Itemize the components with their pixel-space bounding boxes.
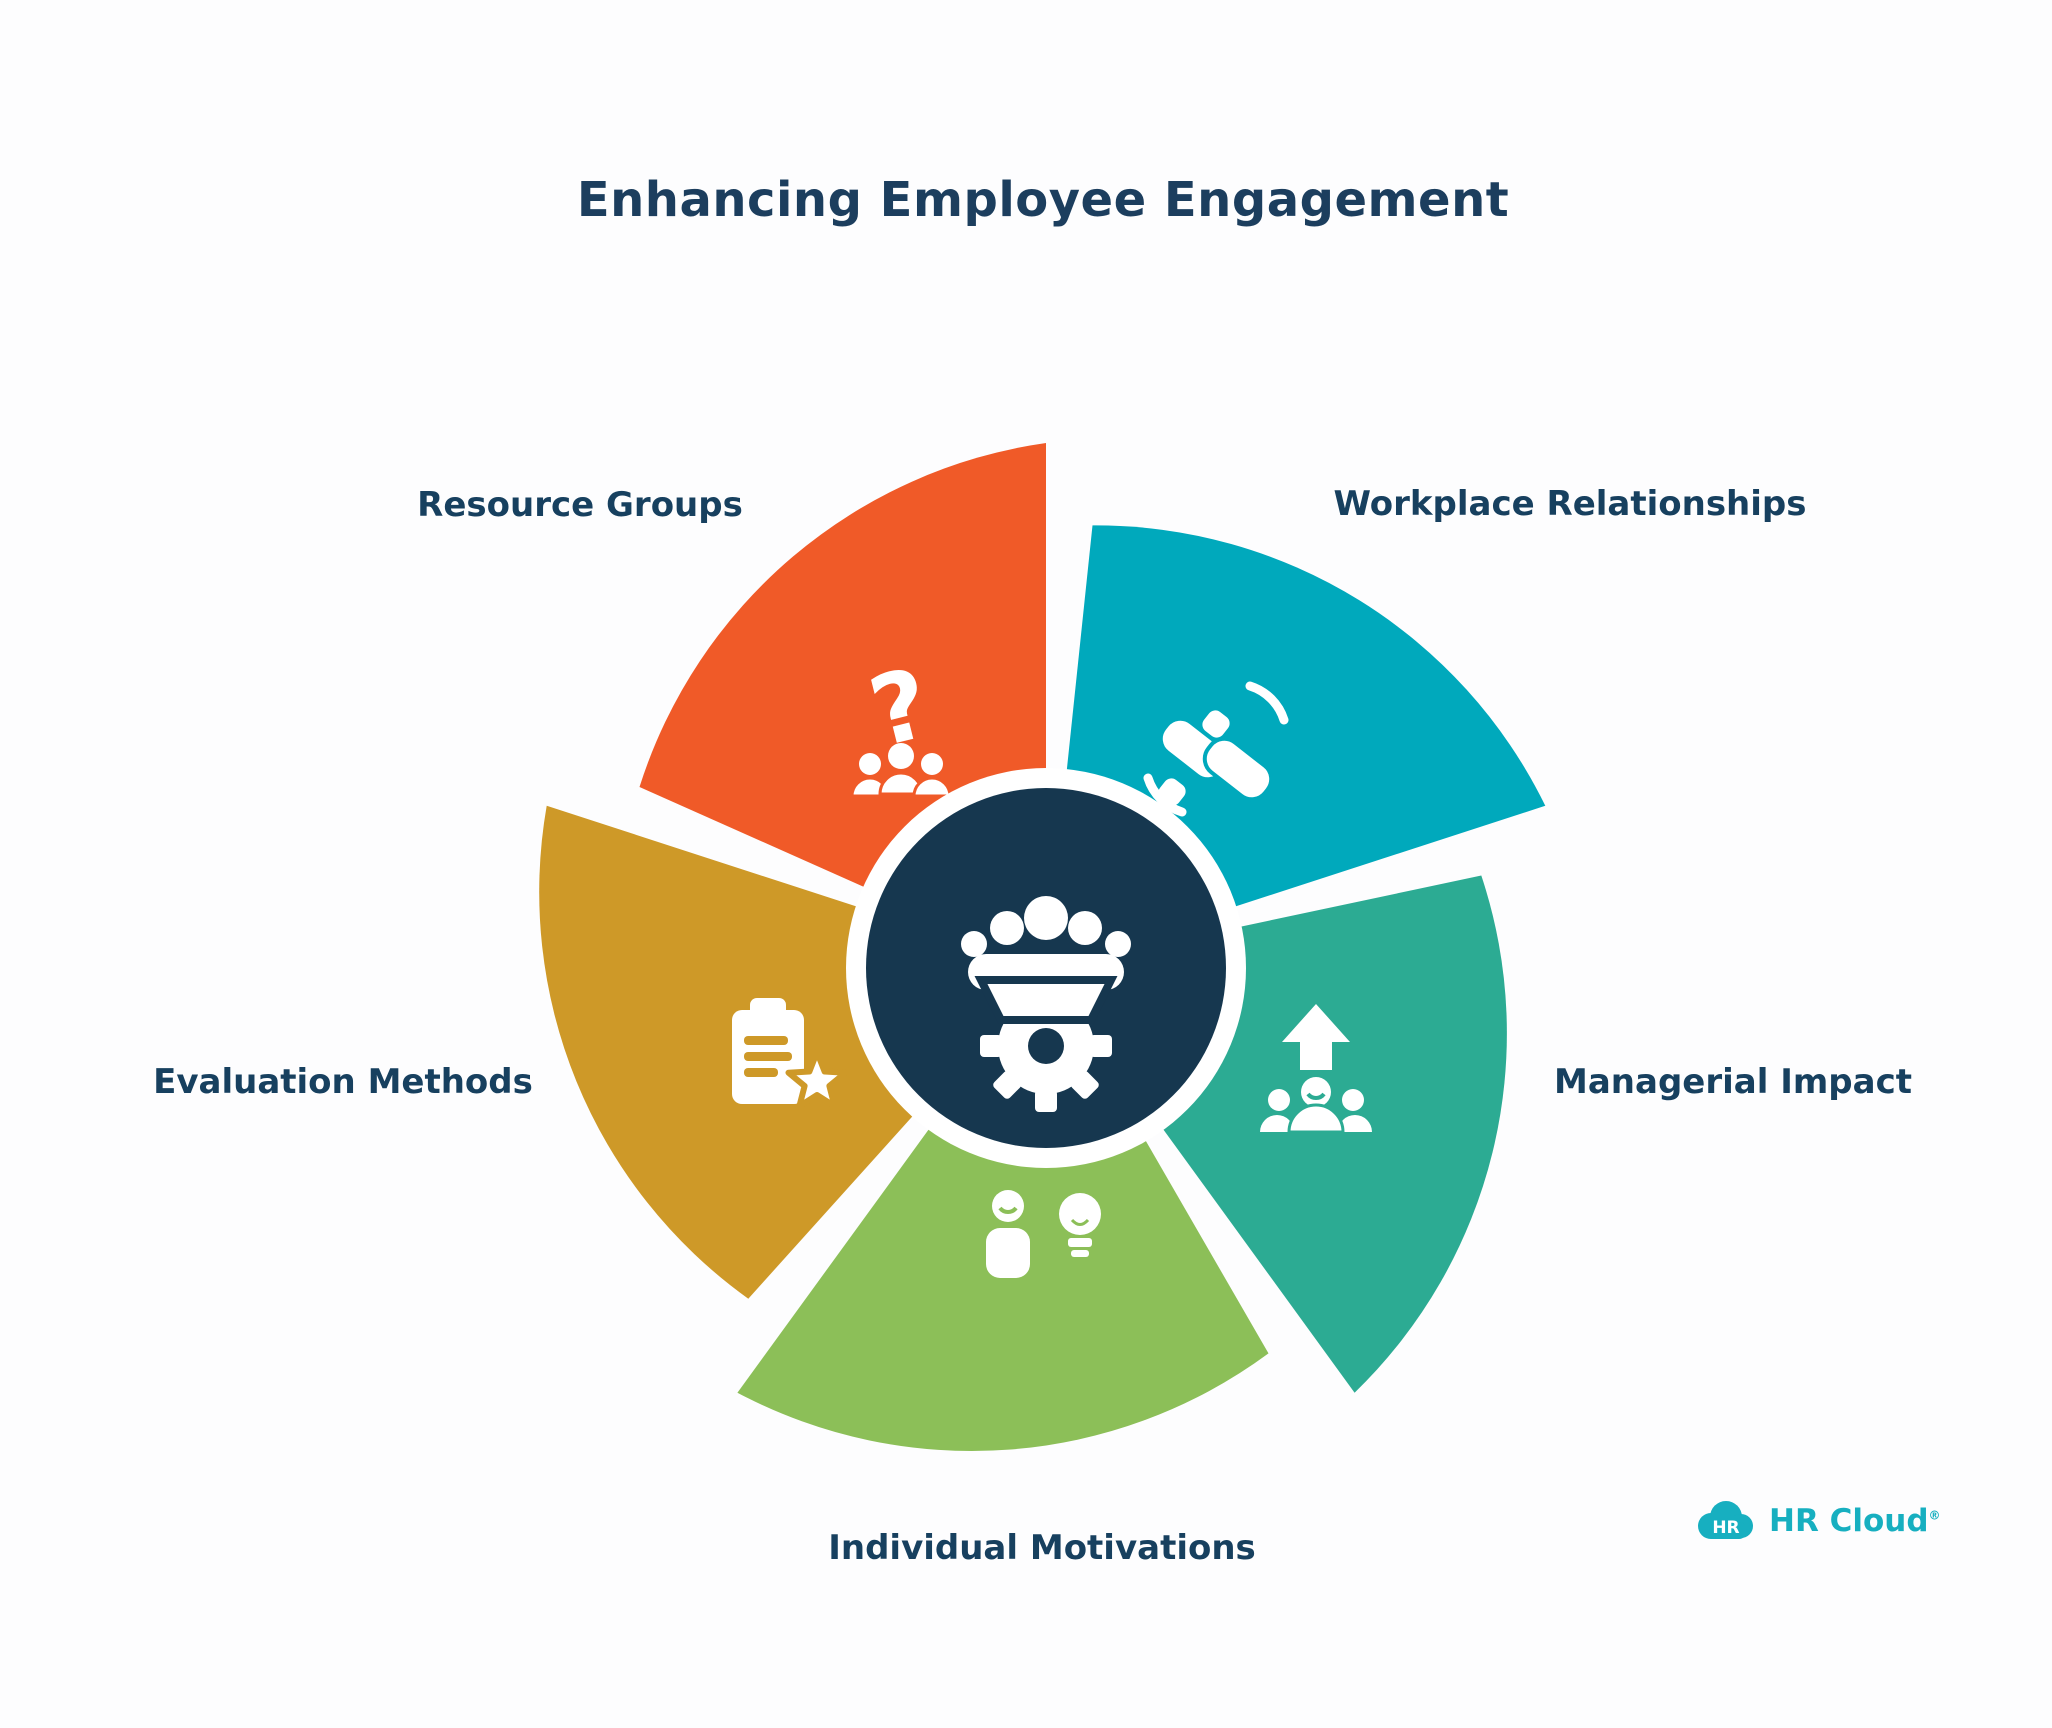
segment-label-resource-groups: Resource Groups	[417, 485, 743, 525]
hr-badge-text: HR	[1712, 1518, 1739, 1538]
person-head	[921, 753, 943, 775]
smile	[1306, 1092, 1326, 1100]
person-head	[1105, 931, 1131, 957]
gear-tooth	[980, 1035, 1002, 1057]
evaluation-methods-clipboard-star-icon	[732, 998, 849, 1110]
hr-cloud-logo: HR HR Cloud®	[1693, 1498, 1941, 1544]
lightbulb-base	[1068, 1238, 1092, 1247]
smile	[998, 1206, 1018, 1214]
person-head	[1301, 1077, 1331, 1107]
motion-arc	[1143, 773, 1187, 817]
cloud-icon	[1698, 1501, 1753, 1539]
person-body	[912, 776, 952, 798]
team-gear-icon	[961, 896, 1131, 1112]
engagement-wheel-diagram: ?	[539, 443, 1546, 1452]
managerial-impact-growth-icon	[1260, 1004, 1372, 1134]
person-head	[888, 743, 914, 769]
person-head	[992, 1190, 1024, 1222]
motion-arc	[1245, 681, 1289, 725]
person-head	[1068, 911, 1102, 945]
person-head	[1342, 1089, 1364, 1111]
hand-shape	[1202, 736, 1274, 802]
registered-mark: ®	[1928, 1508, 1941, 1523]
segment-label-workplace-relationships: Workplace Relationships	[1333, 484, 1807, 524]
person-head	[961, 931, 987, 957]
gear-tooth	[1035, 1090, 1057, 1112]
lightbulb-base	[1071, 1250, 1089, 1257]
clipboard-line	[744, 1052, 792, 1061]
page-title: Enhancing Employee Engagement	[576, 172, 1510, 228]
hr-cloud-wordmark: HR Cloud®	[1769, 1503, 1941, 1539]
segment-label-managerial-impact: Managerial Impact	[1554, 1062, 1912, 1102]
workplace-relationships-handshake-icon	[1143, 681, 1289, 817]
segment-label-individual-motivations: Individual Motivations	[828, 1528, 1256, 1568]
person-body	[1338, 1115, 1372, 1132]
person-body	[986, 1228, 1030, 1278]
person-body	[1260, 1115, 1294, 1132]
up-arrow	[1282, 1004, 1350, 1070]
team-banner	[974, 976, 1118, 1024]
hr-cloud-mark: HR	[1698, 1501, 1753, 1539]
clipboard-line	[744, 1036, 788, 1045]
clipboard-line	[744, 1068, 778, 1077]
gear-tooth	[1090, 1035, 1112, 1057]
person-head	[990, 911, 1024, 945]
individual-motivations-idea-icon	[986, 1190, 1101, 1278]
gear-hole	[1028, 1028, 1064, 1064]
person-head	[1024, 896, 1068, 940]
person-head	[1268, 1089, 1290, 1111]
person-head	[859, 753, 881, 775]
star	[785, 1049, 849, 1110]
thumb-shape	[1202, 710, 1230, 738]
lightbulb	[1059, 1193, 1101, 1235]
lightbulb-filament	[1070, 1218, 1090, 1226]
person-body	[1287, 1103, 1345, 1134]
wordmark-text: HR Cloud	[1769, 1503, 1929, 1539]
segment-label-evaluation-methods: Evaluation Methods	[153, 1062, 533, 1102]
